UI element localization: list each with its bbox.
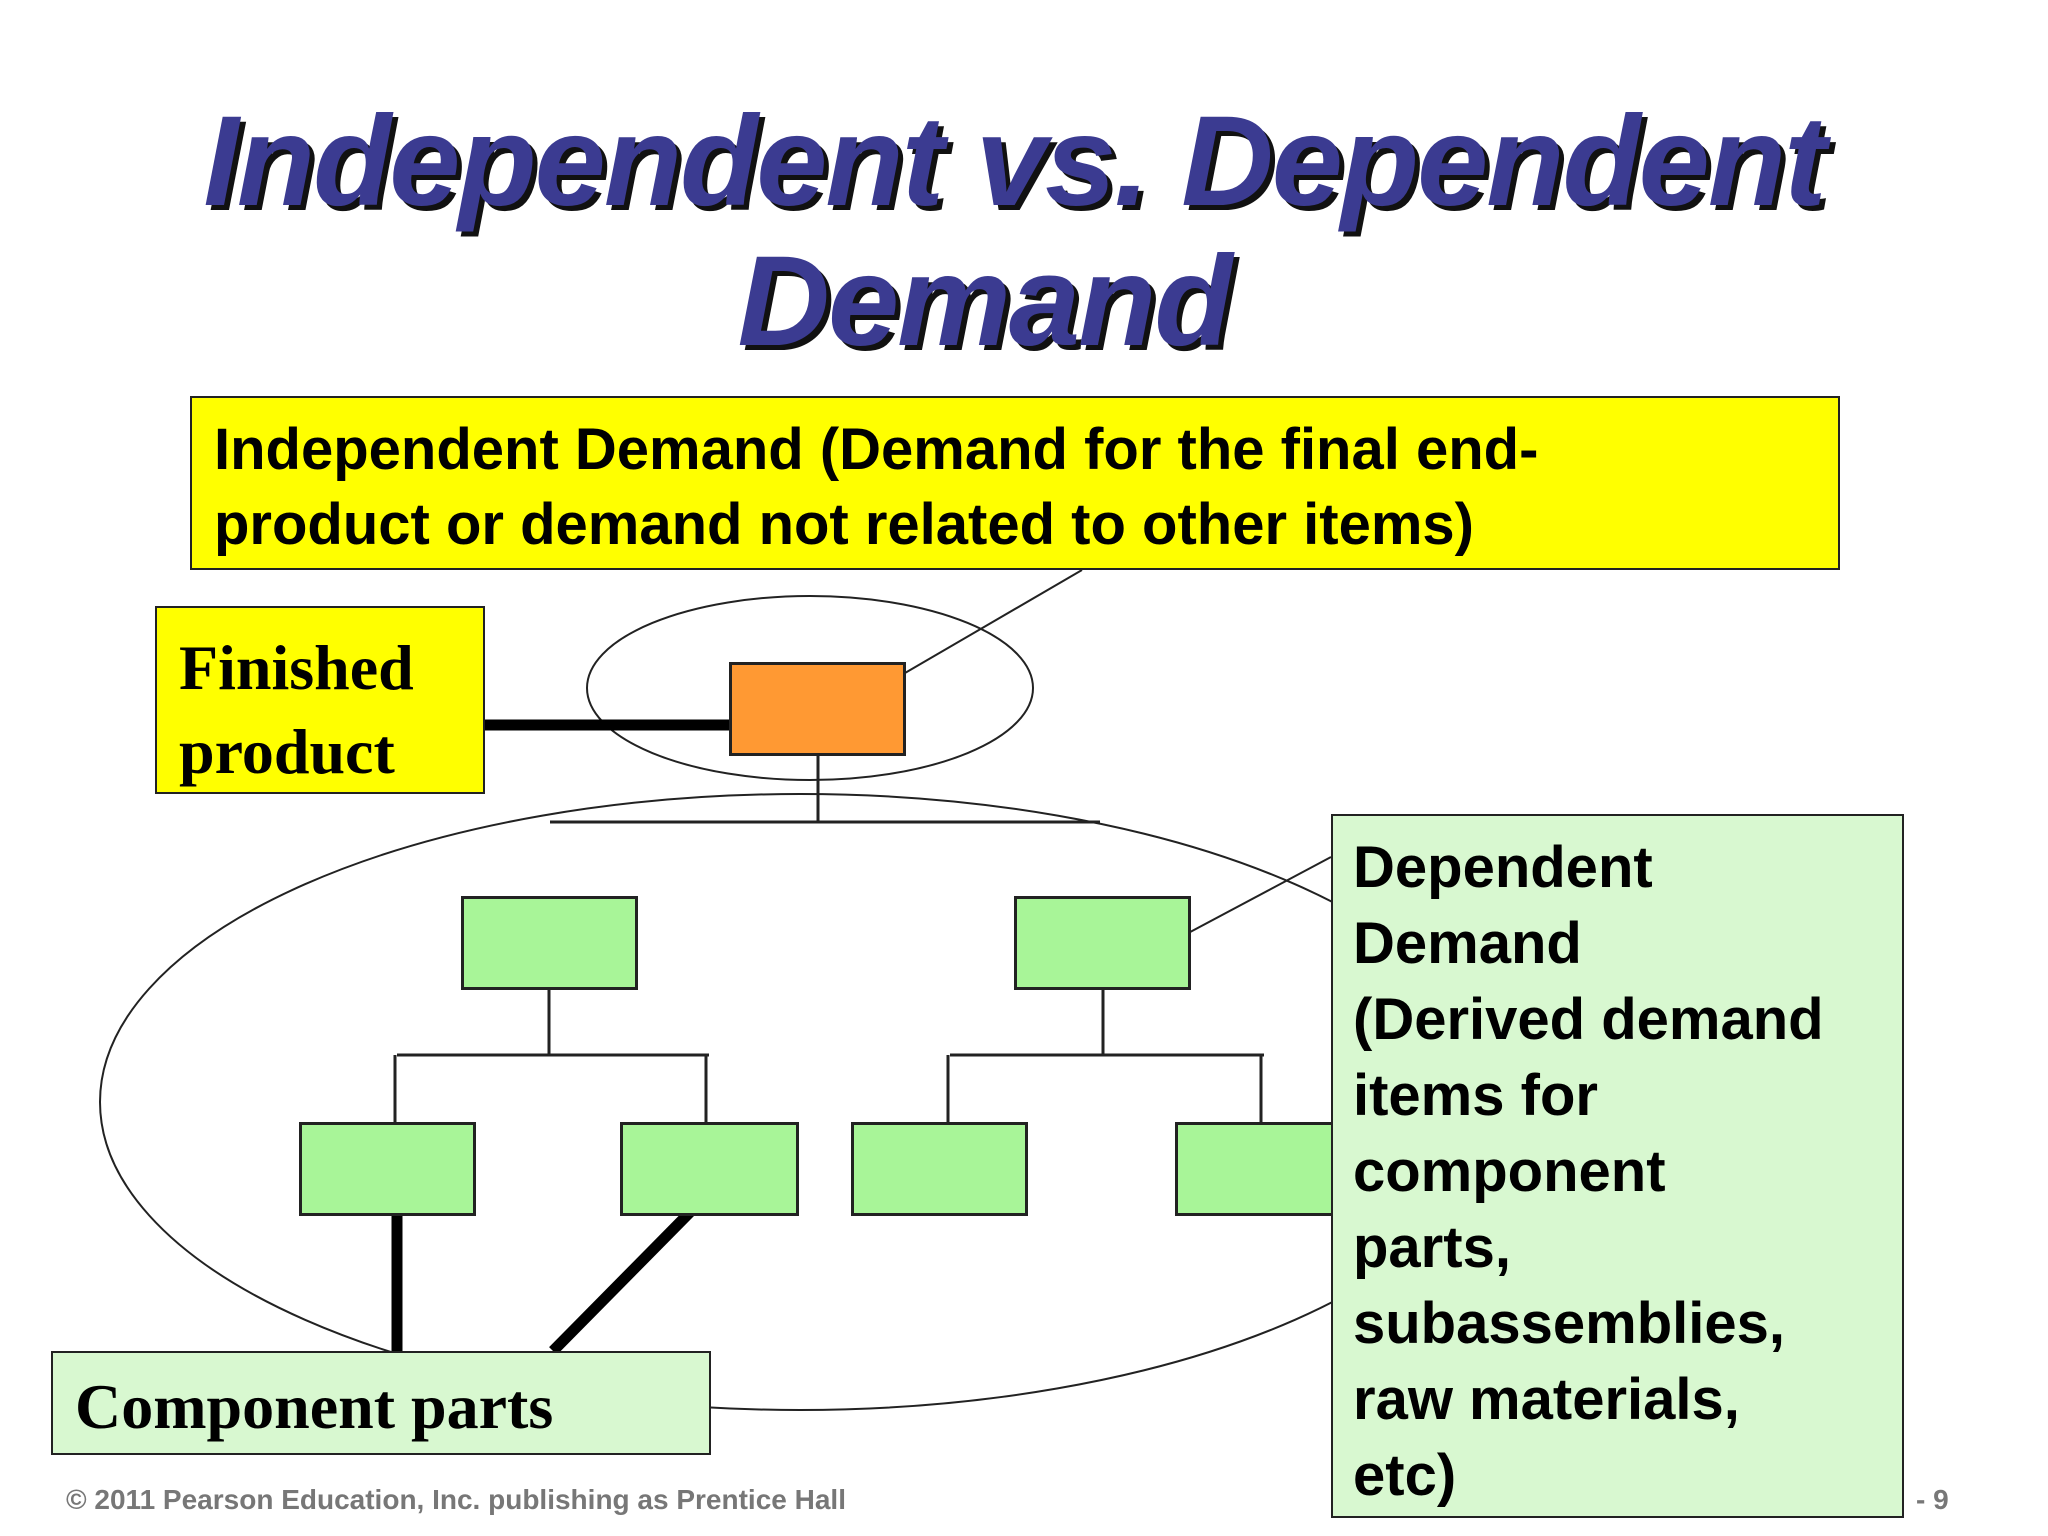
subassembly-node-right — [1014, 896, 1191, 990]
finished-product-callout: Finished product — [155, 606, 485, 794]
component-node-4 — [1175, 1122, 1352, 1216]
component-callout-label: Component parts — [75, 1371, 554, 1442]
footer-page-number: - 9 — [1916, 1484, 1949, 1515]
finished-product-node — [729, 662, 906, 756]
independent-callout-line-2: product or demand not related to other i… — [214, 492, 1474, 557]
dependent-callout-line: parts, — [1353, 1215, 1511, 1280]
dependent-callout-line: Demand — [1353, 911, 1582, 976]
finished-callout-line-2: product — [179, 716, 395, 787]
title-line-1: Independent vs. Dependent — [203, 90, 1826, 233]
dependent-callout-line: Dependent — [1353, 835, 1653, 900]
dependent-callout-line: (Derived demand — [1353, 987, 1824, 1052]
title-line-2: Demand — [737, 230, 1233, 373]
dependent-ellipse — [99, 793, 1501, 1411]
component-arrow-2-shaft — [549, 1192, 710, 1355]
independent-callout-line-1: Independent Demand (Demand for the final… — [214, 417, 1539, 482]
component-node-1 — [299, 1122, 476, 1216]
independent-ellipse — [586, 595, 1034, 781]
component-parts-callout: Component parts — [51, 1351, 711, 1455]
component-node-2 — [620, 1122, 799, 1216]
subassembly-node-left — [461, 896, 638, 990]
dependent-callout-line: subassemblies, — [1353, 1291, 1785, 1356]
slide-title: Independent vs. Dependent Demand — [0, 92, 2048, 372]
dependent-callout-line: items for — [1353, 1063, 1598, 1128]
dependent-callout-line: raw materials, — [1353, 1367, 1740, 1432]
finished-callout-line-1: Finished — [179, 632, 414, 703]
component-node-3 — [851, 1122, 1028, 1216]
dependent-callout-line: component — [1353, 1139, 1666, 1204]
footer-copyright: © 2011 Pearson Education, Inc. publishin… — [66, 1484, 846, 1515]
independent-demand-callout: Independent Demand (Demand for the final… — [190, 396, 1840, 570]
dependent-demand-callout: Dependent Demand (Derived demand items f… — [1331, 814, 1904, 1518]
dependent-callout-line: etc) — [1353, 1443, 1457, 1508]
independent-pointer-line — [904, 569, 1083, 674]
